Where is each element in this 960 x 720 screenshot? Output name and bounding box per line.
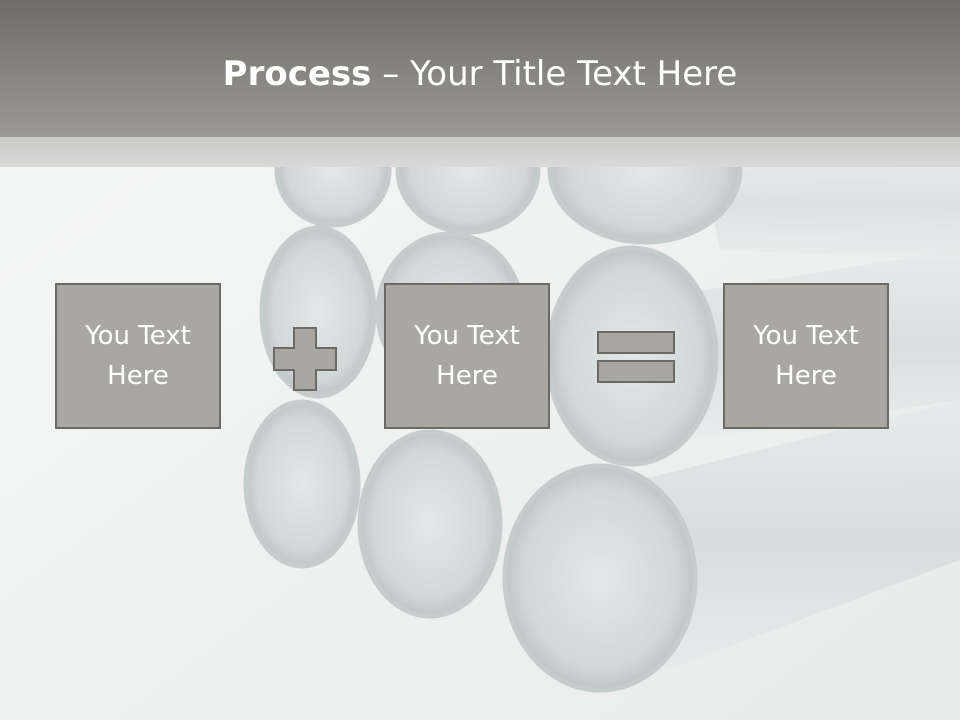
text-box-2[interactable]: You Text Here: [384, 283, 550, 429]
slide-title[interactable]: Process – Your Title Text Here: [0, 52, 960, 96]
title-rest: Your Title Text Here: [410, 54, 738, 94]
text-box-1-label: You Text Here: [85, 321, 191, 391]
title-bar: [0, 0, 960, 137]
title-bold: Process: [222, 54, 372, 94]
text-box-3[interactable]: You Text Here: [723, 283, 889, 429]
text-box-1[interactable]: You Text Here: [55, 283, 221, 429]
plus-icon: [273, 327, 337, 391]
equals-icon: [597, 331, 675, 383]
title-separator: –: [371, 54, 411, 94]
title-strip: [0, 137, 960, 167]
text-box-3-label: You Text Here: [753, 321, 859, 391]
text-box-2-label: You Text Here: [414, 321, 520, 391]
